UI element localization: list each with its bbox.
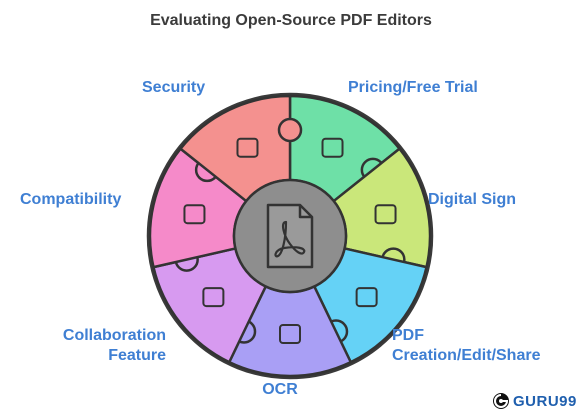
signature-icon <box>374 204 397 225</box>
label-collaboration: Collaboration Feature <box>30 326 166 366</box>
label-pdf-line2: Creation/Edit/Share <box>392 347 541 364</box>
brand-name: GURU99 <box>513 392 577 410</box>
segment-icons <box>183 137 397 344</box>
diagram-title: Evaluating Open-Source PDF Editors <box>150 12 432 29</box>
label-compatibility: Compatibility <box>20 191 122 208</box>
lock-icon <box>236 137 259 158</box>
pdf-file-icon <box>266 203 314 269</box>
brand-logo: GURU99 <box>492 392 577 410</box>
document-search-icon <box>279 324 301 344</box>
puzzle-piece-icon <box>183 204 206 225</box>
guru99-logo-icon <box>493 393 509 409</box>
label-pdf-line1: PDF <box>392 327 424 344</box>
label-pdf-creation: PDF Creation/Edit/Share <box>392 326 540 366</box>
puzzle-knob-security <box>277 117 303 143</box>
edit-pen-icon <box>355 287 378 308</box>
label-security: Security <box>142 79 206 96</box>
network-icon <box>202 287 225 308</box>
label-pricing: Pricing/Free Trial <box>348 79 478 96</box>
free-tag-icon <box>321 137 344 158</box>
label-collaboration-line2: Feature <box>108 347 166 364</box>
label-ocr: OCR <box>262 381 298 398</box>
label-digital-sign: Digital Sign <box>428 191 516 208</box>
label-collaboration-line1: Collaboration <box>62 327 166 344</box>
